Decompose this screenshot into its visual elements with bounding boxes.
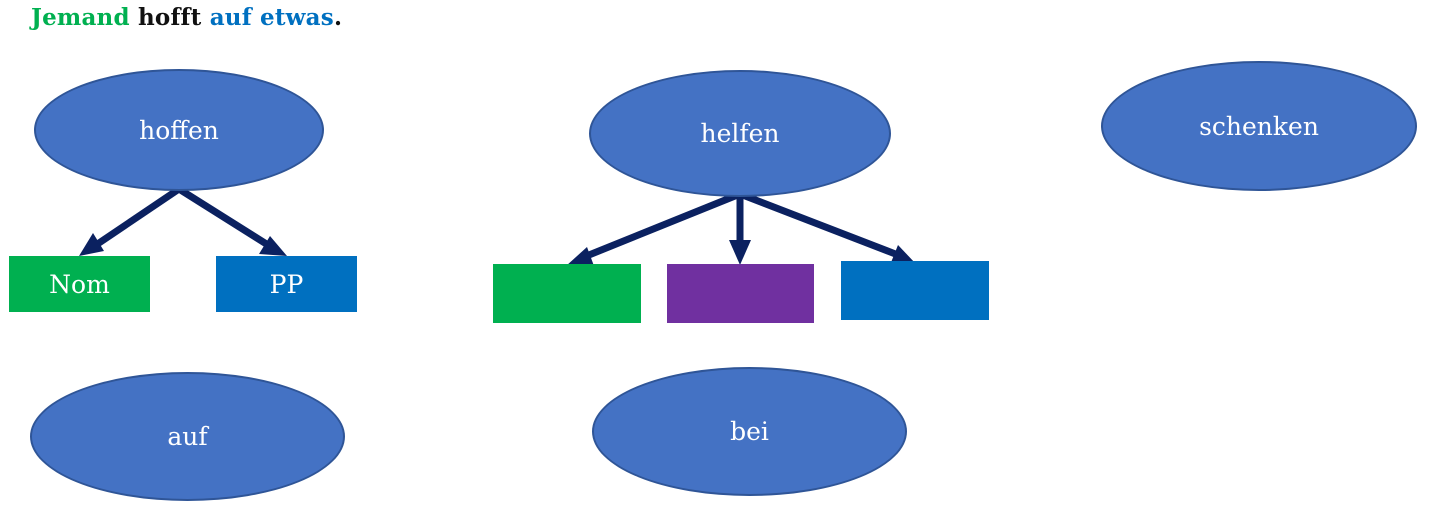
slot-nominative: Nom <box>9 256 150 312</box>
verb-oval-hoffen: hoffen <box>34 69 324 191</box>
arrowhead-helfen-middle <box>729 240 751 265</box>
arrowhead-helfen-left <box>566 247 594 266</box>
sentence-subject: Jemand <box>31 4 130 31</box>
preposition-oval-bei: bei <box>592 367 907 496</box>
example-sentence: Jemand hofft auf etwas. <box>31 3 342 33</box>
arrowhead-helfen-right <box>890 245 916 265</box>
sentence-period: . <box>333 4 343 31</box>
verb-oval-helfen: helfen <box>589 70 891 197</box>
arrow-hoffen-nom <box>94 186 181 248</box>
sentence-prepositional-object: auf etwas <box>209 4 334 31</box>
arrowhead-hoffen-nom <box>79 233 104 256</box>
arrow-helfen-left <box>582 190 742 261</box>
slot-empty-green <box>493 264 641 323</box>
slot-empty-blue <box>841 261 989 320</box>
arrow-helfen-right <box>738 190 900 259</box>
sentence-verb: hofft <box>137 4 202 31</box>
preposition-oval-auf: auf <box>30 372 345 501</box>
slot-empty-purple <box>667 264 814 323</box>
verb-oval-schenken: schenken <box>1101 61 1417 191</box>
arrowhead-hoffen-pp <box>259 236 287 256</box>
slot-prepositional-phrase: PP <box>216 256 357 312</box>
arrow-hoffen-pp <box>177 186 270 248</box>
